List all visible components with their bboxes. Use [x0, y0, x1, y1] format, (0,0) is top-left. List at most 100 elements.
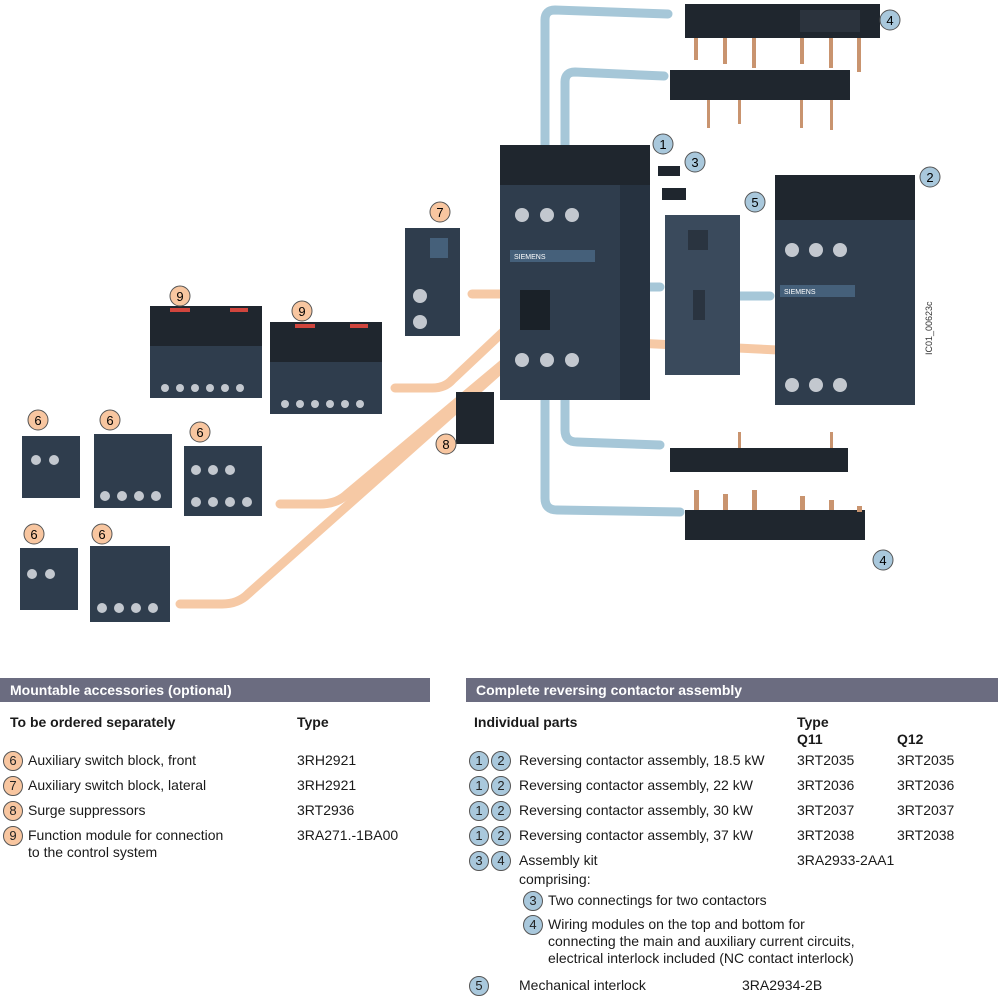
callout-7-text: 7	[436, 205, 443, 220]
exploded-assembly-diagram: SIEMENS SIEMENS IC01_00623c	[20, 4, 941, 622]
callout-4-top: 4	[879, 9, 901, 31]
callout-8-text: 8	[442, 437, 449, 452]
assembly-row-q12: 3RT2038	[897, 827, 955, 843]
assembly-row-num2: 2	[491, 801, 511, 821]
accessory-row-desc-line2: to the control system	[28, 844, 158, 860]
assembly-row-q12: 3RT2035	[897, 752, 955, 768]
interlock-num: 5	[469, 976, 489, 996]
accessory-row-desc: Auxiliary switch block, lateral	[28, 777, 207, 793]
accessories-item-header: To be ordered separately	[10, 714, 176, 730]
assembly-row-desc: Reversing contactor assembly, 37 kW	[519, 827, 753, 843]
accessory-row-num: 7	[3, 776, 23, 796]
callout-1-text: 1	[659, 137, 666, 152]
accessory-row-desc: Function module for connection	[28, 827, 224, 843]
accessory-row-type: 3RT2936	[297, 802, 355, 818]
accessories-panel: Mountable accessories (optional) To be o…	[0, 678, 430, 868]
callout-3: 3	[684, 151, 706, 173]
surge-suppressor	[456, 392, 494, 444]
aux-switch-front-3	[184, 446, 262, 516]
callout-6d-text: 6	[30, 527, 37, 542]
assembly-type-header: Type	[797, 714, 829, 730]
callout-6a-text: 6	[34, 413, 41, 428]
function-module-1	[150, 306, 262, 398]
callout-4-bottom-text: 4	[879, 553, 886, 568]
callout-6e: 6	[91, 523, 113, 545]
callout-2: 2	[919, 166, 941, 188]
callout-6e-text: 6	[98, 527, 105, 542]
callout-3-text: 3	[691, 155, 698, 170]
kit-sub-line: Two connectings for two contactors	[548, 892, 767, 908]
kit-sub-line: connecting the main and auxiliary curren…	[548, 933, 855, 949]
callout-5-text: 5	[751, 195, 758, 210]
accessory-row-type: 3RA271.-1BA00	[297, 827, 399, 843]
image-code: IC01_00623c	[924, 301, 934, 355]
assembly-row-q11: 3RT2037	[797, 802, 855, 818]
callout-9a: 9	[169, 285, 191, 307]
accessory-row-desc: Auxiliary switch block, front	[28, 752, 197, 768]
kit-sub-line: electrical interlock included (NC contac…	[548, 950, 854, 966]
contactor-q12: SIEMENS	[775, 175, 915, 405]
callout-9b-text: 9	[298, 304, 305, 319]
function-module-2	[270, 322, 382, 414]
assembly-row-num1: 1	[469, 751, 489, 771]
callout-6b: 6	[99, 409, 121, 431]
aux-switch-front-2	[94, 434, 172, 508]
assembly-row-num1: 1	[469, 826, 489, 846]
assembly-row-num1: 1	[469, 801, 489, 821]
assembly-kit-desc-line2: comprising:	[519, 871, 591, 887]
accessory-row-num: 8	[3, 801, 23, 821]
accessories-panel-title: Mountable accessories (optional)	[0, 678, 430, 702]
assembly-q12-header: Q12	[897, 731, 924, 747]
brand-label-q12: SIEMENS	[784, 289, 816, 296]
callout-9a-text: 9	[176, 289, 183, 304]
assembly-row-desc: Reversing contactor assembly, 18.5 kW	[519, 752, 765, 768]
callout-6a: 6	[27, 409, 49, 431]
assembly-row-num2: 2	[491, 751, 511, 771]
callout-6d: 6	[23, 523, 45, 545]
accessory-row-type: 3RH2921	[297, 777, 357, 793]
assembly-row-num2: 2	[491, 826, 511, 846]
kit-sub-num: 4	[523, 915, 543, 935]
callout-6c: 6	[189, 421, 211, 443]
assembly-kit-desc: Assembly kit	[519, 852, 598, 868]
assembly-row-q11: 3RT2036	[797, 777, 855, 793]
accessory-row-num: 9	[3, 826, 23, 846]
connector-3	[658, 166, 686, 200]
assembly-panel: Complete reversing contactor assembly In…	[466, 678, 998, 996]
accessory-row-type: 3RH2921	[297, 752, 357, 768]
callout-4-bottom: 4	[872, 549, 894, 571]
interlock-desc: Mechanical interlock	[519, 977, 646, 993]
aux-switch-front-4	[20, 548, 78, 610]
callout-9b: 9	[291, 300, 313, 322]
assembly-panel-title: Complete reversing contactor assembly	[466, 678, 998, 702]
aux-switch-lateral	[405, 228, 460, 336]
callout-8: 8	[435, 433, 457, 455]
wiring-module-bottom-1	[670, 432, 848, 472]
assembly-row-q11: 3RT2035	[797, 752, 855, 768]
assembly-kit-type: 3RA2933-2AA1	[797, 852, 895, 868]
contactor-q11: SIEMENS	[500, 145, 650, 400]
accessories-type-header: Type	[297, 714, 329, 730]
callout-7: 7	[429, 201, 451, 223]
callout-1: 1	[652, 133, 674, 155]
assembly-row-num1: 1	[469, 776, 489, 796]
accessory-row-desc: Surge suppressors	[28, 802, 146, 818]
aux-switch-front-5	[90, 546, 170, 622]
assembly-kit-num2: 4	[491, 851, 511, 871]
assembly-row-q11: 3RT2038	[797, 827, 855, 843]
callout-6c-text: 6	[196, 425, 203, 440]
wiring-module-bottom-2	[685, 490, 865, 540]
assembly-kit-num1: 3	[469, 851, 489, 871]
assembly-row-desc: Reversing contactor assembly, 22 kW	[519, 777, 753, 793]
brand-label-q11: SIEMENS	[514, 254, 546, 261]
assembly-q11-header: Q11	[797, 731, 823, 747]
assembly-row-q12: 3RT2037	[897, 802, 955, 818]
accessory-row-num: 6	[3, 751, 23, 771]
assembly-item-header: Individual parts	[474, 714, 578, 730]
interlock-type: 3RA2934-2B	[742, 977, 823, 993]
kit-sub-line: Wiring modules on the top and bottom for	[548, 916, 805, 932]
mechanical-interlock	[665, 215, 740, 375]
wiring-module-top-1	[685, 4, 880, 72]
callout-2-text: 2	[926, 170, 933, 185]
assembly-row-desc: Reversing contactor assembly, 30 kW	[519, 802, 753, 818]
